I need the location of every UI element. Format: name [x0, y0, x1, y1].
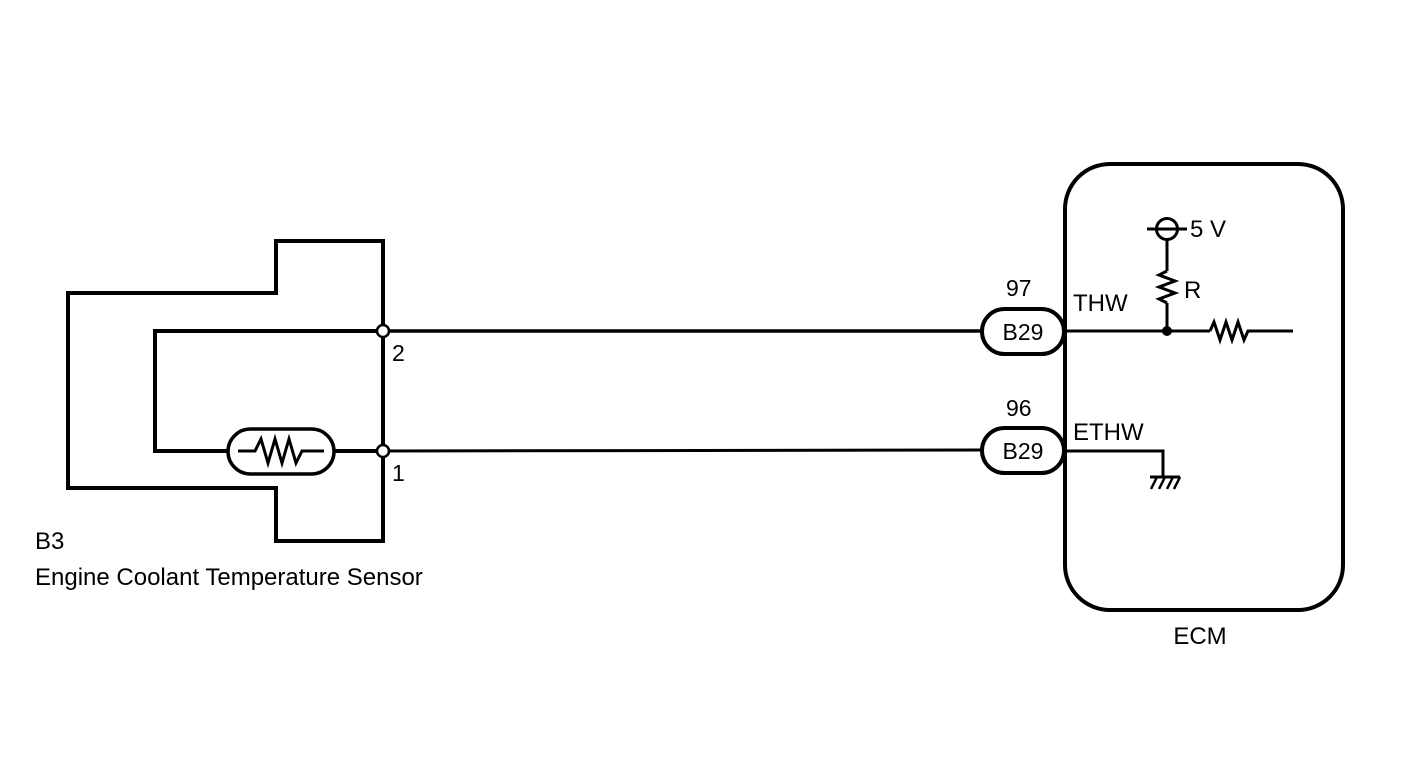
ecm-label: ECM: [1173, 623, 1226, 650]
sensor-pin-1-terminal: [375, 443, 391, 459]
sensor-pin-1-label: 1: [392, 460, 405, 486]
thermistor-capsule: [226, 427, 336, 476]
ethw-signal-label: ETHW: [1073, 419, 1144, 446]
connector-b29-ethw-label: B29: [1003, 438, 1044, 464]
thw-signal-label: THW: [1073, 290, 1128, 317]
supply-5v-label: 5 V: [1190, 216, 1226, 243]
sensor-code-label: B3: [35, 528, 64, 555]
sensor-pin-2-terminal: [375, 323, 391, 339]
thw-pin-number: 97: [1006, 275, 1032, 301]
pullup-resistor-label: R: [1184, 277, 1201, 304]
pullup-resistor-icon: [1154, 269, 1180, 305]
thermistor-resistor-icon: [238, 433, 324, 469]
sensor-name-label: Engine Coolant Temperature Sensor: [35, 564, 423, 591]
wire-ethw: [382, 448, 984, 453]
pullup-junction-dot: [1162, 326, 1172, 336]
ecm-internal-resistor-icon: [1208, 317, 1293, 345]
sensor-internal-wire: [153, 329, 383, 453]
ecm-box: [1063, 162, 1345, 612]
ecm-ethw-line: [1064, 449, 1165, 477]
sensor-pin-2-label: 2: [392, 340, 405, 366]
ethw-pin-number: 96: [1006, 395, 1032, 421]
sensor-housing: [66, 239, 385, 543]
connector-b29-thw-label: B29: [1003, 319, 1044, 345]
ground-icon: [1149, 476, 1182, 490]
